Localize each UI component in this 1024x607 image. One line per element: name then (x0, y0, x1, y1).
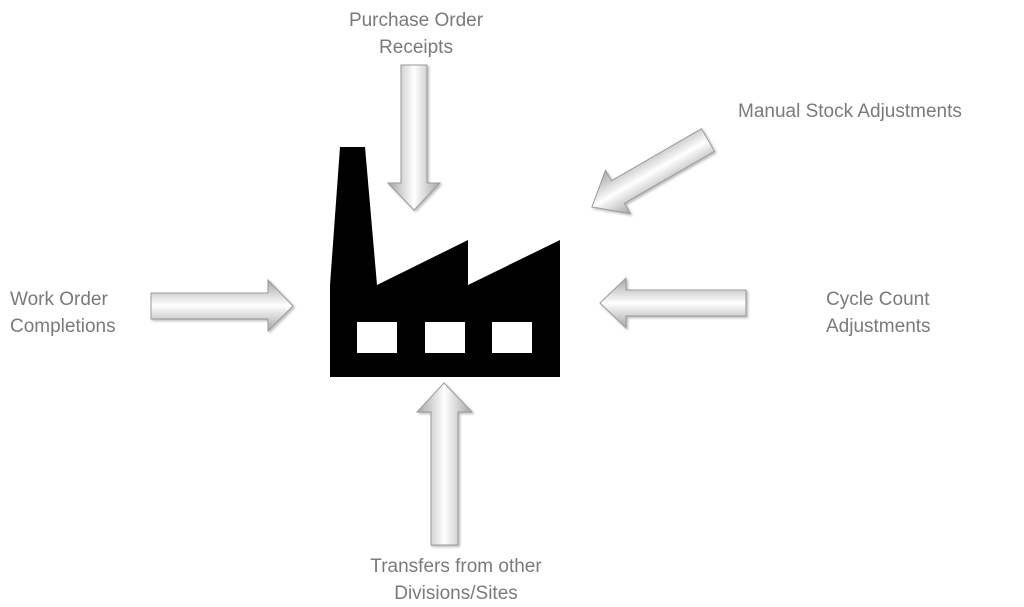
factory-silhouette (330, 147, 560, 377)
arrow-from-left (150, 278, 294, 333)
label-transfers-from-other-divisions: Transfers from other Divisions/Sites (336, 553, 576, 607)
arrow-from-top (386, 64, 442, 211)
arrow-up-icon (415, 382, 474, 546)
arrow-right-icon (150, 278, 294, 333)
label-line: Manual Stock Adjustments (738, 101, 962, 122)
arrow-from-right (599, 276, 747, 330)
label-line: Receipts (379, 37, 453, 58)
label-line: Work Order (10, 289, 108, 310)
label-work-order-completions: Work Order Completions (10, 286, 116, 340)
arrow-from-upper-right (591, 128, 716, 215)
factory-window (357, 322, 397, 353)
label-line: Purchase Order (348, 10, 484, 31)
label-line: Completions (10, 316, 116, 337)
factory-window (425, 322, 465, 353)
label-line: Cycle Count (826, 289, 930, 310)
factory-icon (330, 147, 560, 377)
label-purchase-order-receipts: Purchase Order Receipts (316, 7, 516, 61)
label-line: Transfers from other (370, 556, 542, 577)
arrow-down-icon (386, 64, 442, 211)
arrow-left-icon (599, 276, 747, 330)
label-manual-stock-adjustments: Manual Stock Adjustments (738, 98, 962, 125)
label-line: Adjustments (826, 316, 931, 337)
label-cycle-count-adjustments: Cycle Count Adjustments (826, 286, 931, 340)
arrow-diagonal-icon (591, 128, 716, 215)
factory-window (492, 322, 532, 353)
arrow-from-bottom (415, 382, 474, 546)
label-line: Divisions/Sites (394, 583, 518, 604)
